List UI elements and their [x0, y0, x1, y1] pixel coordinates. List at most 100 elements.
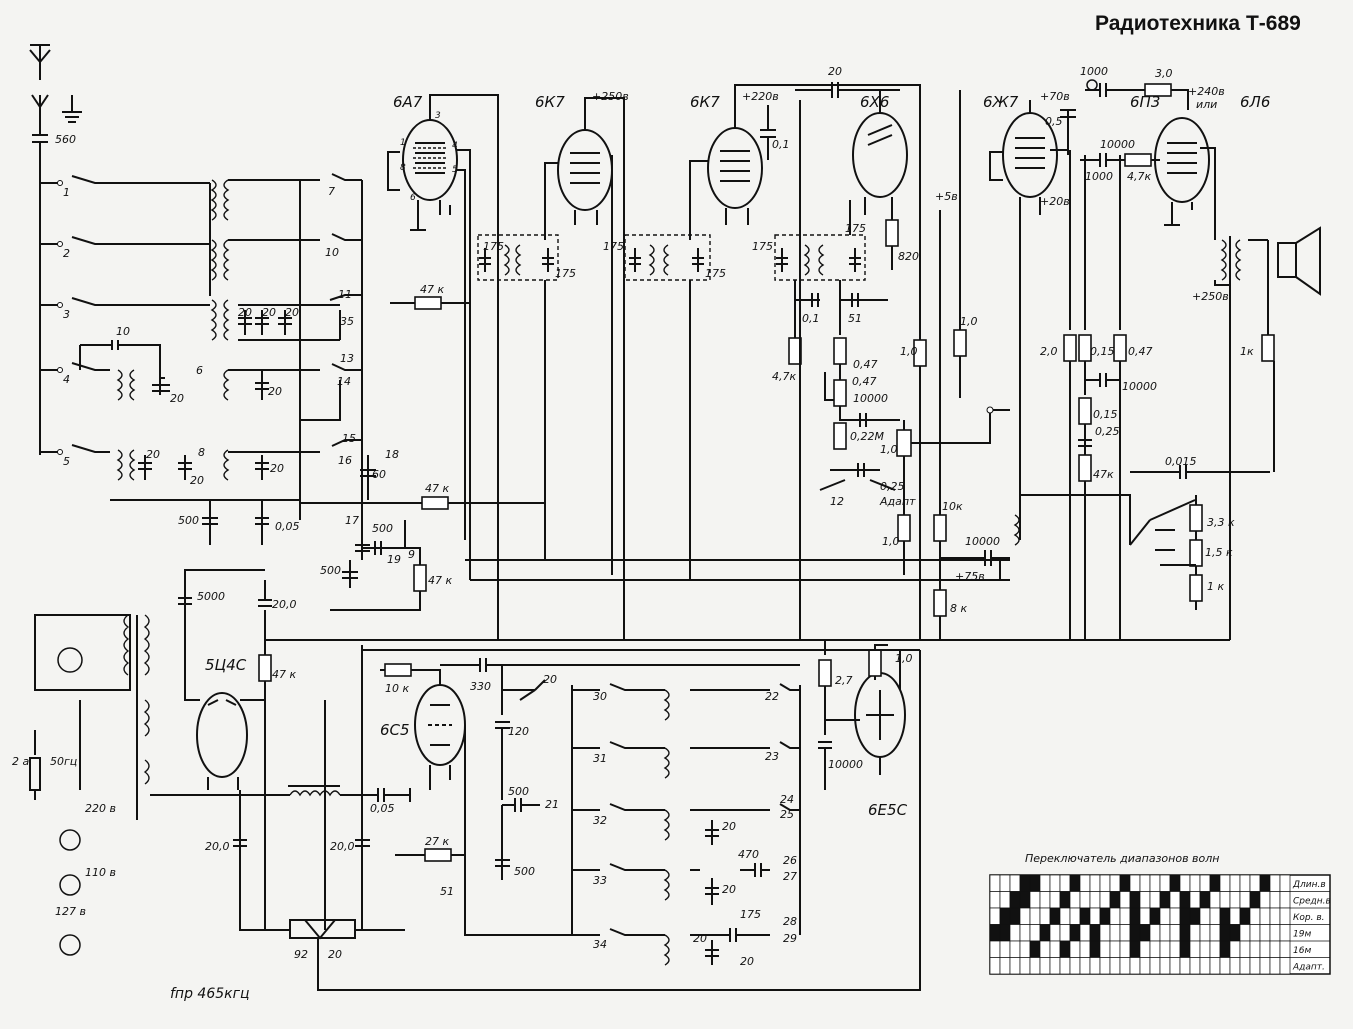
voltage-250-6k7: +250в — [592, 90, 629, 103]
band-table-cell — [1209, 907, 1221, 925]
band-table-cell — [1209, 924, 1221, 942]
band-table-cell — [1069, 891, 1081, 909]
tube-6e5c — [818, 640, 906, 790]
band-table-cell — [1209, 957, 1221, 975]
power-transformer — [29, 614, 150, 820]
band-table-cell — [989, 940, 1001, 958]
sw-label-15: 15 — [342, 432, 356, 445]
band-table-cell — [1099, 924, 1111, 942]
band-table-cell — [1199, 874, 1211, 892]
label-r10b: 1,0 — [882, 535, 900, 548]
label-c175b: 175 — [555, 267, 576, 280]
sw-label-30: 30 — [593, 690, 607, 703]
band-table-cell — [1259, 907, 1271, 925]
tube-label-5c4c: 5Ц4С — [205, 656, 247, 674]
input-coils — [116, 179, 230, 481]
band-table-cell — [1079, 940, 1091, 958]
band-table-cell — [1029, 874, 1041, 892]
band-table-cell — [1239, 957, 1251, 975]
label-c10: 10 — [116, 325, 130, 338]
band-table-cell — [1129, 957, 1141, 975]
band-table-cell — [1069, 874, 1081, 892]
bfo-network — [395, 658, 800, 880]
oscillator-padders — [300, 455, 427, 611]
label-c20a: 20 — [170, 392, 184, 405]
label-r015b: 0,15 — [1093, 408, 1118, 421]
tube-6x6 — [852, 89, 908, 270]
sw-label-2: 2 — [63, 247, 70, 260]
band-table-cell — [1149, 907, 1161, 925]
label-r10d: 1,0 — [960, 315, 978, 328]
tube-6a7 — [387, 94, 499, 580]
sw-label-12: 12 — [830, 495, 844, 508]
label-c01b: 0,1 — [802, 312, 820, 325]
band-table-cell — [1249, 874, 1261, 892]
band-table-cell — [1089, 874, 1101, 892]
band-table-cell — [1279, 907, 1291, 925]
band-table-caption: Переключатель диапазонов волн — [1025, 852, 1220, 865]
band-table-cell — [1189, 957, 1201, 975]
band-table-cell — [1139, 907, 1151, 925]
label-adapt: Адапт — [879, 495, 916, 508]
band-table-cell — [1229, 907, 1241, 925]
label-r47k-c: 47 к — [428, 574, 452, 587]
band-table-cell — [1039, 907, 1051, 925]
voltage-selector-plugs — [59, 829, 81, 956]
band-table-cell — [1189, 907, 1201, 925]
tube-6zh7 — [989, 100, 1270, 546]
band-table-cell — [1059, 940, 1071, 958]
label-c20l: 20 — [740, 955, 754, 968]
voltage-70: +70в — [1040, 90, 1070, 103]
sw-label-20: 20 — [543, 673, 557, 686]
band-table-cell — [1079, 924, 1091, 942]
label-r47k-d: 4,7к — [772, 370, 796, 383]
label-c005: 0,05 — [275, 520, 300, 533]
band-table-cell — [1159, 924, 1171, 942]
sw-label-17: 17 — [345, 514, 359, 527]
footnote-if-frequency: fпр 465кгц — [170, 986, 249, 1002]
band-table-cell — [1049, 891, 1061, 909]
sw-label-3: 3 — [63, 308, 70, 321]
band-table-cell — [1269, 907, 1281, 925]
band-table-cell — [1139, 940, 1151, 958]
tube-label-6x6: 6Х6 — [860, 93, 889, 111]
sw-label-1: 1 — [63, 186, 70, 199]
label-r022M: 0,22М — [850, 430, 884, 443]
label-c047a: 0,47 — [853, 358, 878, 371]
band-table-cell — [1149, 957, 1161, 975]
band-table-cell — [1219, 891, 1231, 909]
band-table-cell — [1169, 874, 1181, 892]
band-table-row-label: Кор. в. — [1293, 913, 1325, 923]
band-table-cell — [1019, 957, 1031, 975]
band-table-cell — [1129, 940, 1141, 958]
band-table-cell — [1049, 907, 1061, 925]
band-table-cell — [1149, 874, 1161, 892]
band-table-cell — [1159, 940, 1171, 958]
band-table-cell — [1279, 874, 1291, 892]
sw-label-9: 9 — [408, 548, 415, 561]
tone-control — [1129, 495, 1203, 610]
tube-label-6l6: 6Л6 — [1240, 93, 1270, 111]
sw-label-8: 8 — [198, 446, 205, 459]
band-table-cell — [1249, 891, 1261, 909]
label-mains-220: 220 в — [85, 802, 116, 815]
label-c470: 470 — [738, 848, 759, 861]
band-table-row-label: Адапт. — [1292, 963, 1325, 973]
label-r10k-b: 10 к — [385, 682, 409, 695]
band-table-cell — [1189, 891, 1201, 909]
band-table-cell — [1119, 940, 1131, 958]
band-table-cell — [1209, 940, 1221, 958]
label-r10e: 1,0 — [895, 652, 913, 665]
tube-6k7-a — [544, 97, 625, 575]
band-table-cell — [1269, 874, 1281, 892]
label-r10a: 1,0 — [880, 443, 898, 456]
label-r27: 2,7 — [835, 674, 853, 687]
band-table-cell — [1169, 957, 1181, 975]
label-c20h: 20 — [270, 462, 284, 475]
band-table-cell — [1169, 891, 1181, 909]
band-table-cell — [1069, 924, 1081, 942]
band-table-cell — [1159, 891, 1171, 909]
band-table-cell — [1259, 924, 1271, 942]
band-table-cell — [1079, 957, 1091, 975]
band-table-cell — [1239, 924, 1251, 942]
